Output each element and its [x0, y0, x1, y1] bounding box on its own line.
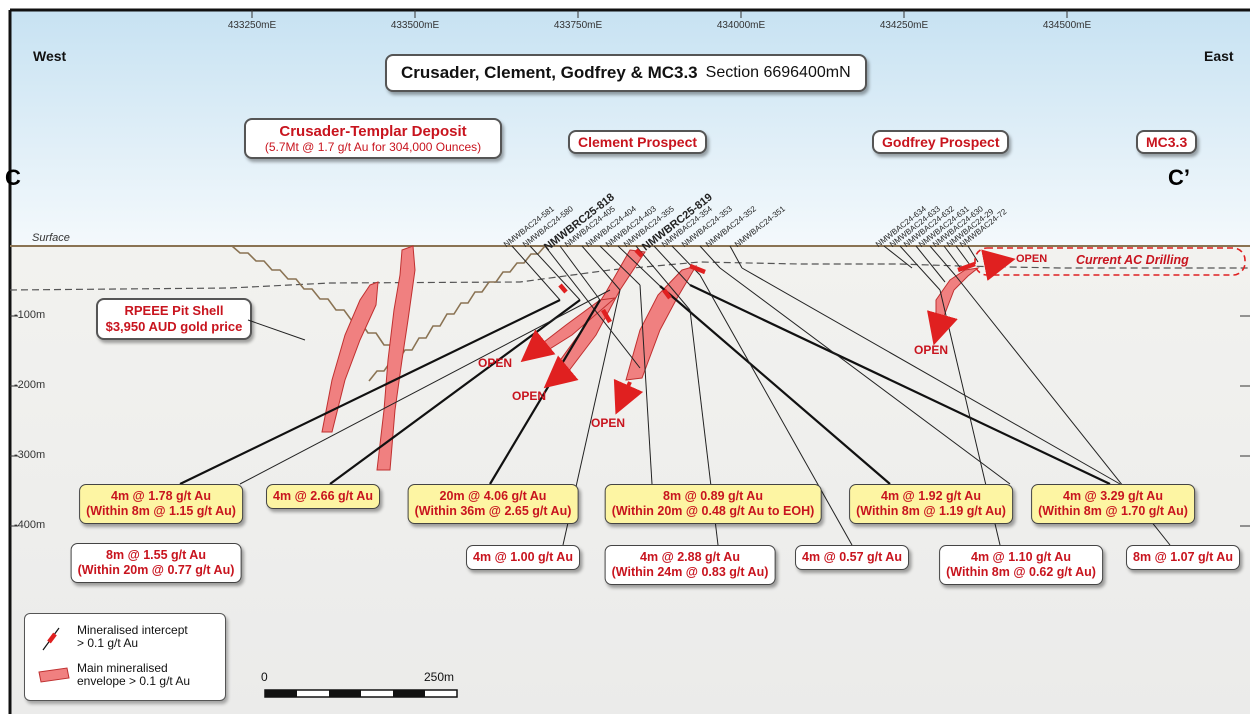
intercept-box-secondary: 4m @ 1.10 g/t Au (Within 8m @ 0.62 g/t A… [939, 545, 1103, 585]
open-label: OPEN [478, 356, 513, 370]
intercept-within: (Within 8m @ 1.70 g/t Au) [1038, 504, 1188, 518]
intercept-box-secondary: 8m @ 1.07 g/t Au [1126, 545, 1240, 570]
title-box: Crusader, Clement, Godfrey & MC3.3 Secti… [385, 54, 867, 92]
easting-label: 433750mE [553, 20, 603, 31]
leader-lines-thick [179, 284, 1111, 485]
intercept-box-secondary: 4m @ 1.00 g/t Au [466, 545, 580, 570]
intercept-within: (Within 8m @ 0.62 g/t Au) [946, 565, 1096, 579]
current-ac-drilling-label: Current AC Drilling [1076, 253, 1189, 267]
mc33-label: MC3.3 [1136, 130, 1198, 154]
intercept-main: 8m @ 1.07 g/t Au [1133, 550, 1233, 564]
clement-prospect-label: Clement Prospect [568, 130, 708, 154]
intercept-within: (Within 20m @ 0.77 g/t Au) [77, 563, 235, 577]
east-label: East [1204, 48, 1234, 64]
intercept-main: 4m @ 2.88 g/t Au [640, 550, 740, 564]
title-main: Crusader, Clement, Godfrey & MC3.3 [401, 63, 698, 82]
intercept-within: (Within 8m @ 1.15 g/t Au) [86, 504, 236, 518]
intercept-box-primary: 4m @ 1.78 g/t Au (Within 8m @ 1.15 g/t A… [79, 484, 243, 524]
intercept-main: 4m @ 1.78 g/t Au [111, 489, 211, 503]
pit-shell-west-wall [231, 245, 399, 354]
legend-intercept-line1: Mineralised intercept [77, 623, 188, 637]
intercept-main: 4m @ 1.00 g/t Au [473, 550, 573, 564]
intercept-box-primary: 4m @ 1.92 g/t Au (Within 8m @ 1.19 g/t A… [849, 484, 1013, 524]
envelope-legend-icon [38, 667, 70, 683]
surface-label: Surface [32, 232, 70, 244]
easting-label: 434250mE [879, 20, 929, 31]
easting-label: 434500mE [1042, 20, 1092, 31]
open-label: OPEN [512, 389, 547, 403]
legend-envelope-line1: Main mineralised [77, 661, 168, 675]
intercept-main: 8m @ 1.55 g/t Au [106, 548, 206, 562]
intercept-main: 4m @ 1.10 g/t Au [971, 550, 1071, 564]
depth-ticks [10, 315, 1250, 527]
open-label: OPEN [1016, 253, 1048, 265]
intercept-box-primary: 20m @ 4.06 g/t Au (Within 36m @ 2.65 g/t… [407, 484, 579, 524]
crusader-lode-west [321, 281, 379, 433]
scale-bar [264, 689, 458, 698]
intercept-main: 4m @ 1.92 g/t Au [881, 489, 981, 503]
intercept-legend-icon [42, 627, 60, 651]
intercept-box-primary: 4m @ 2.66 g/t Au [266, 484, 380, 509]
depth-label: -300m [14, 449, 46, 461]
intercept-within: (Within 8m @ 1.19 g/t Au) [856, 504, 1006, 518]
intercept-within: (Within 36m @ 2.65 g/t Au) [414, 504, 572, 518]
west-label: West [33, 48, 67, 64]
intercept-main: 4m @ 0.57 g/t Au [802, 550, 902, 564]
legend: Mineralised intercept > 0.1 g/t Au Main … [24, 613, 226, 701]
intercept-box-secondary: 4m @ 2.88 g/t Au (Within 24m @ 0.83 g/t … [604, 545, 776, 585]
easting-label: 433250mE [227, 20, 277, 31]
easting-label: 434000mE [716, 20, 766, 31]
intercept-main: 4m @ 3.29 g/t Au [1063, 489, 1163, 503]
intercept-box-primary: 4m @ 3.29 g/t Au (Within 8m @ 1.70 g/t A… [1031, 484, 1195, 524]
depth-label: -100m [14, 309, 46, 321]
intercept-main: 4m @ 2.66 g/t Au [273, 489, 373, 503]
intercept-within: (Within 20m @ 0.48 g/t Au to EOH) [611, 504, 815, 518]
intercept-main: 8m @ 0.89 g/t Au [663, 489, 763, 503]
pit-shell-label: RPEEE Pit Shell $3,950 AUD gold price [96, 298, 252, 340]
scale-start-label: 0 [261, 670, 268, 684]
crusader-lode-east [376, 245, 416, 471]
section-end-label: C’ [1168, 165, 1190, 190]
open-label: OPEN [914, 343, 949, 357]
legend-intercept-line2: > 0.1 g/t Au [77, 636, 139, 650]
crusader-deposit-box: Crusader-Templar Deposit (5.7Mt @ 1.7 g/… [244, 118, 502, 159]
crusader-resource: (5.7Mt @ 1.7 g/t Au for 304,000 Ounces) [264, 140, 482, 154]
mineralised-intercepts [558, 248, 976, 324]
scale-end-label: 250m [424, 670, 455, 684]
intercept-box-secondary: 4m @ 0.57 g/t Au [795, 545, 909, 570]
title-section: Section 6696400mN [705, 64, 851, 81]
current-ac-drilling-box [974, 247, 1246, 276]
intercept-box-primary: 8m @ 0.89 g/t Au (Within 20m @ 0.48 g/t … [604, 484, 822, 524]
intercept-within: (Within 24m @ 0.83 g/t Au) [611, 565, 769, 579]
section-start-label: C [5, 165, 21, 190]
legend-envelope-line2: envelope > 0.1 g/t Au [77, 674, 191, 688]
intercept-box-secondary: 8m @ 1.55 g/t Au (Within 20m @ 0.77 g/t … [70, 543, 242, 583]
open-arrows [520, 249, 1016, 415]
clement-lode-east [625, 265, 698, 381]
easting-ticks [251, 10, 1068, 18]
pit-shell-line2: $3,950 AUD gold price [105, 319, 243, 334]
depth-label: -400m [14, 519, 46, 531]
easting-label: 433500mE [390, 20, 440, 31]
frame [8, 8, 1250, 714]
intercept-main: 20m @ 4.06 g/t Au [439, 489, 547, 503]
depth-label: -200m [14, 379, 46, 391]
sky-background [10, 10, 1250, 246]
godfrey-prospect-label: Godfrey Prospect [872, 130, 1010, 154]
open-label: OPEN [591, 416, 626, 430]
crusader-name: Crusader-Templar Deposit [279, 123, 467, 140]
pit-shell-line1: RPEEE Pit Shell [124, 303, 224, 318]
